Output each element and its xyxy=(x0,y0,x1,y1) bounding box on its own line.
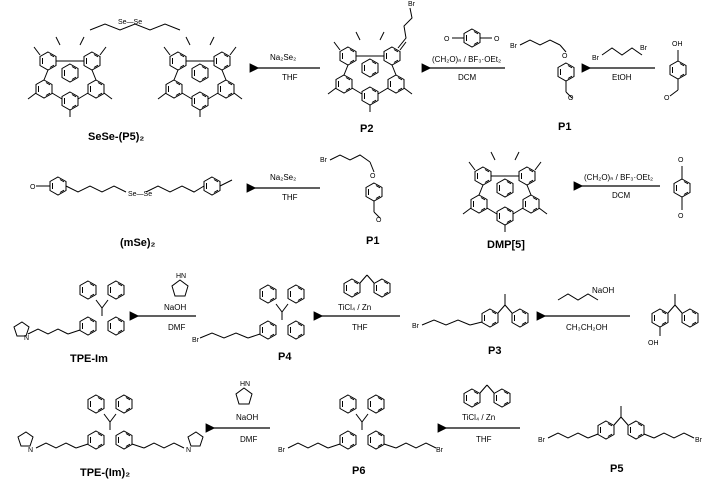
dibromobutane-structure xyxy=(557,293,599,301)
condition-above: NaOH xyxy=(592,286,614,295)
atom-br: Br xyxy=(510,43,518,50)
compound-label-p2: P2 xyxy=(360,123,373,135)
condition-above: Na₂Se₂ xyxy=(270,53,296,62)
condition-above: NaOH xyxy=(164,303,186,312)
condition-below: THF xyxy=(352,323,368,332)
atom-hn: HN xyxy=(240,381,250,388)
atom-o: O xyxy=(494,36,500,43)
atom-br: Br xyxy=(592,55,600,62)
condition-below: DCM xyxy=(612,191,631,200)
p2-structure: Br xyxy=(328,1,416,112)
p4-structure: Br xyxy=(192,284,305,344)
dibromobutane-structure: Br Br xyxy=(592,45,648,62)
atom-o: O xyxy=(678,213,684,220)
compound-label-p6: P6 xyxy=(352,465,365,477)
atom-br: Br xyxy=(436,447,444,454)
compound-label-p3: P3 xyxy=(488,345,501,357)
imidazole-structure: HN xyxy=(171,273,189,297)
methoxyphenol-structure: OH O xyxy=(664,41,687,102)
atom-se-link: Se—Se xyxy=(128,191,152,198)
compound-label-p1: P1 xyxy=(366,235,379,247)
dimethoxybenzene-structure: O O xyxy=(444,28,500,48)
atom-br: Br xyxy=(408,1,416,8)
condition-below: CH₃CH₂OH xyxy=(566,323,608,332)
benzophenone-structure xyxy=(343,274,391,298)
dmp5-structure xyxy=(463,152,547,232)
atom-br: Br xyxy=(695,437,703,444)
compound-label-dmp5: DMP[5] xyxy=(487,239,525,251)
compound-label-tpe-im2: TPE-(Im)₂ xyxy=(80,467,130,479)
condition-below: THF xyxy=(476,435,492,444)
tpe-im-structure: N xyxy=(13,280,125,342)
p6-structure: Br Br xyxy=(278,394,444,454)
atom-br: Br xyxy=(538,437,546,444)
sese-p5-structure: Se—Se xyxy=(28,19,242,117)
compound-label-mse2: (mSe)₂ xyxy=(120,237,156,249)
atom-oh: OH xyxy=(672,41,683,48)
compound-label-tpe-im: TPE-Im xyxy=(70,353,108,365)
atom-o: O xyxy=(568,95,574,102)
atom-br: Br xyxy=(412,323,420,330)
atom-o: O xyxy=(664,95,670,102)
atom-br: Br xyxy=(192,337,200,344)
condition-below: EtOH xyxy=(612,73,632,82)
condition-below: DCM xyxy=(458,73,477,82)
condition-above: TiCl₄ / Zn xyxy=(338,303,371,312)
p5-structure: Br Br xyxy=(538,406,703,444)
condition-below: DMF xyxy=(240,435,257,444)
condition-above: (CH₂O)ₙ / BF₃·OEt₂ xyxy=(432,55,501,64)
atom-o: O xyxy=(370,173,376,180)
atom-oh: OH xyxy=(648,340,659,347)
atom-se-link: Se—Se xyxy=(118,19,142,26)
compound-label-p4: P4 xyxy=(278,351,292,363)
atom-br: Br xyxy=(320,157,328,164)
condition-above: NaOH xyxy=(236,413,258,422)
atom-hn: HN xyxy=(176,273,186,280)
condition-below: THF xyxy=(282,193,298,202)
compound-label-p5: P5 xyxy=(610,463,623,475)
condition-above: (CH₂O)ₙ / BF₃·OEt₂ xyxy=(584,173,653,182)
imidazole-structure: HN xyxy=(235,381,253,405)
condition-below: DMF xyxy=(168,323,185,332)
benzophenone-structure xyxy=(463,384,511,408)
atom-br: Br xyxy=(640,45,648,52)
atom-n: N xyxy=(28,447,33,454)
mse2-structure: O Se—Se xyxy=(30,176,233,198)
hydroxybenzophenone-structure: OH xyxy=(648,294,699,347)
dimethoxybenzene-structure: O O xyxy=(673,157,691,220)
compound-label-p1: P1 xyxy=(558,121,571,133)
p1-structure: Br O O xyxy=(510,39,575,102)
atom-o: O xyxy=(562,53,568,60)
atom-n: N xyxy=(24,335,29,342)
condition-below: THF xyxy=(282,73,298,82)
condition-above: Na₂Se₂ xyxy=(270,173,296,182)
compound-label-sese-p5: SeSe-(P5)₂ xyxy=(88,131,144,143)
atom-o: O xyxy=(444,36,450,43)
atom-o: O xyxy=(678,157,684,164)
condition-above: TiCl₄ / Zn xyxy=(462,413,495,422)
p1-structure: Br O O xyxy=(320,154,383,224)
atom-o: O xyxy=(376,217,382,224)
atom-br: Br xyxy=(278,447,286,454)
atom-n: N xyxy=(186,447,191,454)
p3-structure: Br xyxy=(412,294,529,330)
atom-o: O xyxy=(30,184,36,191)
tpe-im2-structure: N N xyxy=(17,394,204,454)
